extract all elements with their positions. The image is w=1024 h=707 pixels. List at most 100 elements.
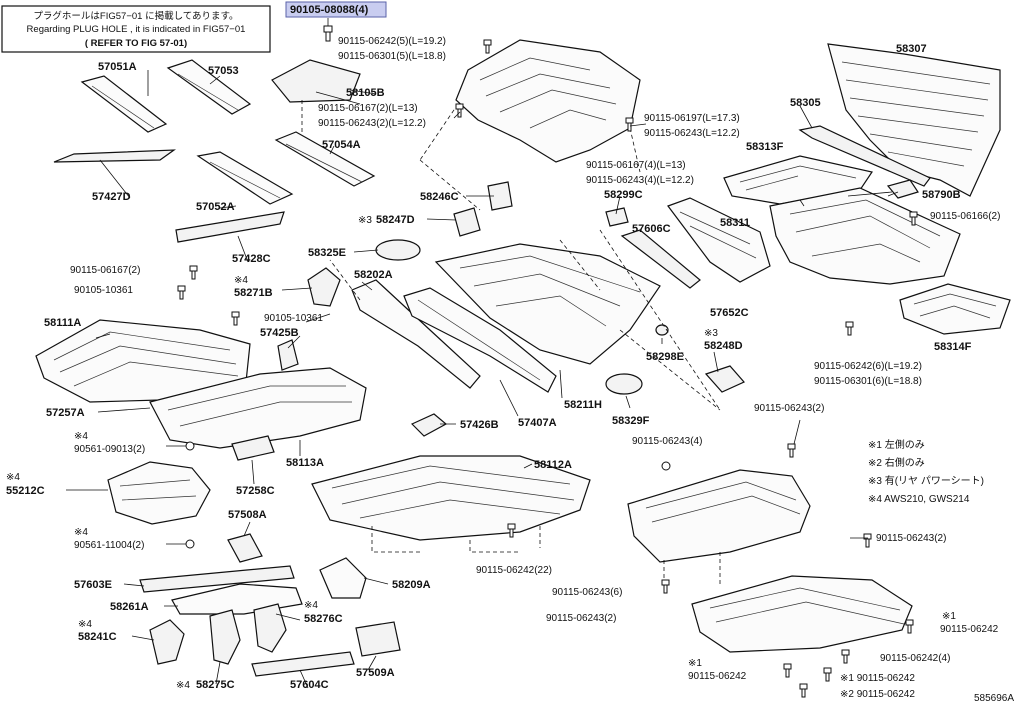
label-58305[interactable]: 58305 — [790, 97, 821, 109]
label-58112A[interactable]: 58112A — [534, 459, 572, 471]
label-58271B[interactable]: 58271B — [234, 287, 273, 299]
label-57258C[interactable]: 57258C — [236, 485, 275, 497]
label-58211H[interactable]: 58211H — [564, 399, 602, 411]
label-58311[interactable]: 58311 — [720, 217, 750, 229]
label-57509A[interactable]: 57509A — [356, 667, 395, 679]
label-58298E[interactable]: 58298E — [646, 351, 684, 363]
label-90561-11004[interactable]: 90561-11004(2) — [74, 540, 144, 551]
label-90115-06243-2d[interactable]: 90115-06243(2) — [546, 613, 616, 624]
label-57604C[interactable]: 57604C — [290, 679, 329, 691]
label-58790B[interactable]: 58790B — [922, 189, 961, 201]
highlighted-part-label[interactable]: 90105-08088(4) — [285, 1, 387, 18]
label-90115-06197[interactable]: 90115-06197(L=17.3) — [644, 113, 740, 124]
label-57508A[interactable]: 57508A — [228, 509, 267, 521]
label-58248D[interactable]: 58248D — [704, 340, 743, 352]
part-58202A-shape — [351, 279, 481, 389]
bolt-icon — [189, 265, 198, 280]
bolt-icon — [799, 683, 808, 698]
label-90115-06243-2b[interactable]: 90115-06243(2) — [754, 403, 824, 414]
legend-item: ※2 右側のみ — [868, 456, 925, 469]
label-90115-06243-2c[interactable]: 90115-06243(2) — [876, 533, 946, 544]
label-90105-10361a[interactable]: 90105-10361 — [74, 285, 133, 296]
label-90561-09013[interactable]: 90561-09013(2) — [74, 444, 145, 455]
label-90115-06166[interactable]: 90115-06166(2) — [930, 211, 1000, 222]
label-58247D[interactable]: 58247D — [376, 214, 415, 226]
part-58211H-shape — [434, 243, 661, 365]
mark-58271B: ※4 — [234, 275, 248, 286]
label-90115-06242-b3[interactable]: ※2 90115-06242 — [840, 689, 915, 700]
label-90115-06301-6[interactable]: 90115-06301(6)(L=18.8) — [814, 376, 922, 387]
label-57426B[interactable]: 57426B — [460, 419, 499, 431]
label-57054A[interactable]: 57054A — [322, 139, 361, 151]
mark-58248D: ※3 — [704, 328, 718, 339]
label-90115-06167-2a[interactable]: 90115-06167(2)(L=13) — [318, 103, 418, 114]
label-90115-06301-5[interactable]: 90115-06301(5)(L=18.8) — [338, 51, 446, 62]
bolt-icon — [483, 39, 492, 54]
part-57427D-shape — [53, 149, 176, 163]
bolt-icon — [625, 117, 634, 132]
label-58261A[interactable]: 58261A — [110, 601, 149, 613]
label-90115-06242-4[interactable]: 90115-06242(4) — [880, 653, 950, 664]
label-57425B[interactable]: 57425B — [260, 327, 299, 339]
label-90115-06242-b2[interactable]: ※1 90115-06242 — [840, 673, 915, 684]
label-58113A[interactable]: 58113A — [286, 457, 324, 469]
part-57051A-shape — [80, 75, 168, 133]
part-58305-shape — [798, 125, 931, 187]
label-58276C[interactable]: 58276C — [304, 613, 343, 625]
label-90115-06243-6[interactable]: 90115-06243(6) — [552, 587, 622, 598]
label-90115-06243-4[interactable]: 90115-06243(4)(L=12.2) — [586, 175, 694, 186]
bolt-icon — [845, 321, 854, 336]
label-90105-08088[interactable]: 90105-08088(4) — [290, 4, 369, 16]
label-58105B[interactable]: 58105B — [346, 87, 385, 99]
label-57053[interactable]: 57053 — [208, 65, 239, 77]
legend-item: ※4 AWS210, GWS214 — [868, 494, 970, 505]
bolt-icon — [783, 663, 792, 678]
label-90115-06242-22[interactable]: 90115-06242(22) — [476, 565, 552, 576]
label-90115-06167-2b[interactable]: 90115-06167(2) — [70, 265, 140, 276]
part-57407A-shape — [403, 287, 557, 393]
label-57051A[interactable]: 57051A — [98, 61, 137, 73]
label-90115-06243-4b[interactable]: 90115-06243(4) — [632, 436, 702, 447]
part-58247D-shape — [453, 207, 481, 237]
label-58329F[interactable]: 58329F — [612, 415, 650, 427]
label-90115-06242-b1[interactable]: 90115-06242 — [688, 671, 747, 682]
label-90115-06242-5[interactable]: 90115-06242(5)(L=19.2) — [338, 36, 446, 47]
label-58307[interactable]: 58307 — [896, 43, 927, 55]
label-90115-06242-r1[interactable]: 90115-06242 — [940, 624, 999, 635]
label-58111A[interactable]: 58111A — [44, 317, 81, 329]
label-90115-06243-2a[interactable]: 90115-06243(2)(L=12.2) — [318, 118, 426, 129]
label-58299C[interactable]: 58299C — [604, 189, 643, 201]
mark-90561-b: ※4 — [74, 527, 88, 538]
label-58275C[interactable]: 58275C — [196, 679, 235, 691]
bolt-icon — [177, 285, 186, 300]
label-58246C[interactable]: 58246C — [420, 191, 459, 203]
label-57606C[interactable]: 57606C — [632, 223, 671, 235]
label-57427D[interactable]: 57427D — [92, 191, 131, 203]
label-90115-06242-6[interactable]: 90115-06242(6)(L=19.2) — [814, 361, 922, 372]
label-58325E[interactable]: 58325E — [308, 247, 346, 259]
mark-58247D: ※3 — [358, 215, 372, 226]
label-90105-10361b[interactable]: 90105-10361 — [264, 313, 323, 324]
label-58202A[interactable]: 58202A — [354, 269, 393, 281]
label-57052A[interactable]: 57052A — [196, 201, 235, 213]
nut-icon — [185, 539, 195, 549]
label-90115-06167-4[interactable]: 90115-06167(4)(L=13) — [586, 160, 686, 171]
label-58314F[interactable]: 58314F — [934, 341, 972, 353]
part-58113A-shape — [149, 367, 367, 449]
label-57652C[interactable]: 57652C — [710, 307, 749, 319]
label-57407A[interactable]: 57407A — [518, 417, 557, 429]
part-55212C-shape — [107, 461, 211, 525]
label-57603E[interactable]: 57603E — [74, 579, 112, 591]
label-58209A[interactable]: 58209A — [392, 579, 431, 591]
label-55212C[interactable]: 55212C — [6, 485, 45, 497]
part-58271B-shape — [307, 267, 341, 307]
label-57428C[interactable]: 57428C — [232, 253, 271, 265]
part-58298E-shape — [655, 324, 669, 336]
label-58313F[interactable]: 58313F — [746, 141, 784, 153]
label-90115-06243-r[interactable]: 90115-06243(L=12.2) — [644, 128, 740, 139]
mark-r1: ※1 — [942, 611, 956, 622]
floor-pan-top — [455, 39, 641, 163]
part-57052A-shape — [196, 151, 294, 205]
label-58241C[interactable]: 58241C — [78, 631, 117, 643]
label-57257A[interactable]: 57257A — [46, 407, 85, 419]
